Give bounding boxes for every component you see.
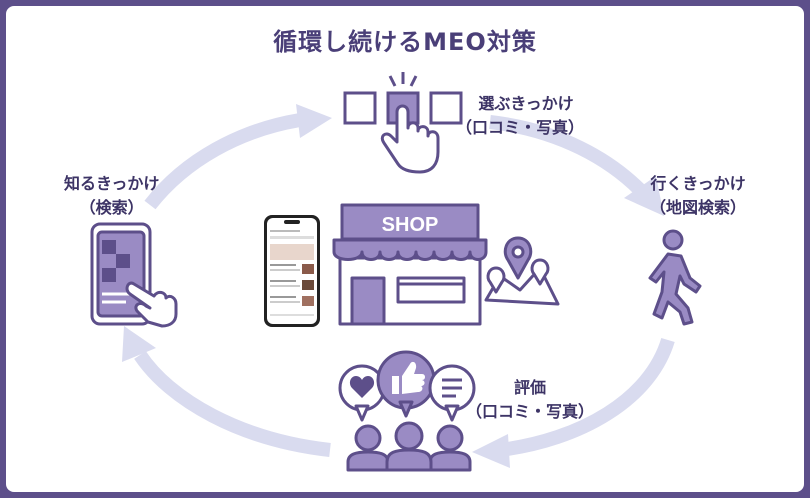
step-review-line1: 評価 xyxy=(514,378,547,397)
selection-squares-icon xyxy=(343,72,463,125)
heart-bubble-icon xyxy=(338,364,386,422)
arrow-know-to-choose-head xyxy=(296,104,332,138)
smartphone-icon xyxy=(264,215,320,327)
step-go-label: 行くきっかけ （地図検索） xyxy=(650,172,746,220)
diagram-title: 循環し続けるMEO対策 xyxy=(273,28,537,56)
step-know-label: 知るきっかけ （検索） xyxy=(64,172,159,220)
people-icon xyxy=(346,421,472,472)
text-bubble-icon xyxy=(428,364,476,422)
arrow-review-to-know xyxy=(134,351,331,457)
arrow-choose-to-go-head xyxy=(624,176,664,216)
step-go-line2: （地図検索） xyxy=(650,198,747,217)
step-go-line1: 行くきっかけ xyxy=(650,174,746,193)
shop-sign: SHOP xyxy=(382,214,439,236)
pointing-hand-icon xyxy=(125,281,178,328)
step-review-label: 評価 （口コミ・写真） xyxy=(466,376,594,424)
step-know-line1: 知るきっかけ xyxy=(64,174,160,193)
arrow-go-to-review xyxy=(499,337,675,457)
map-pin-icon xyxy=(484,236,560,306)
arrow-go-to-review-head xyxy=(472,434,510,468)
step-know-line2: （検索） xyxy=(79,198,144,217)
step-choose-line2: （口コミ・写真） xyxy=(456,118,585,137)
arrow-choose-to-go xyxy=(489,115,645,195)
arrow-know-to-choose xyxy=(144,113,302,210)
step-choose-label: 選ぶきっかけ （口コミ・写真） xyxy=(456,92,584,140)
walking-person-icon xyxy=(648,229,702,326)
tap-hand-icon xyxy=(380,104,440,174)
arrow-review-to-know-head xyxy=(122,326,156,362)
cycle-arrows xyxy=(122,104,675,468)
step-choose-line1: 選ぶきっかけ xyxy=(478,94,574,113)
step-review-line2: （口コミ・写真） xyxy=(466,402,595,421)
shop-icon xyxy=(332,203,488,326)
thumbs-up-bubble-icon xyxy=(376,350,436,418)
